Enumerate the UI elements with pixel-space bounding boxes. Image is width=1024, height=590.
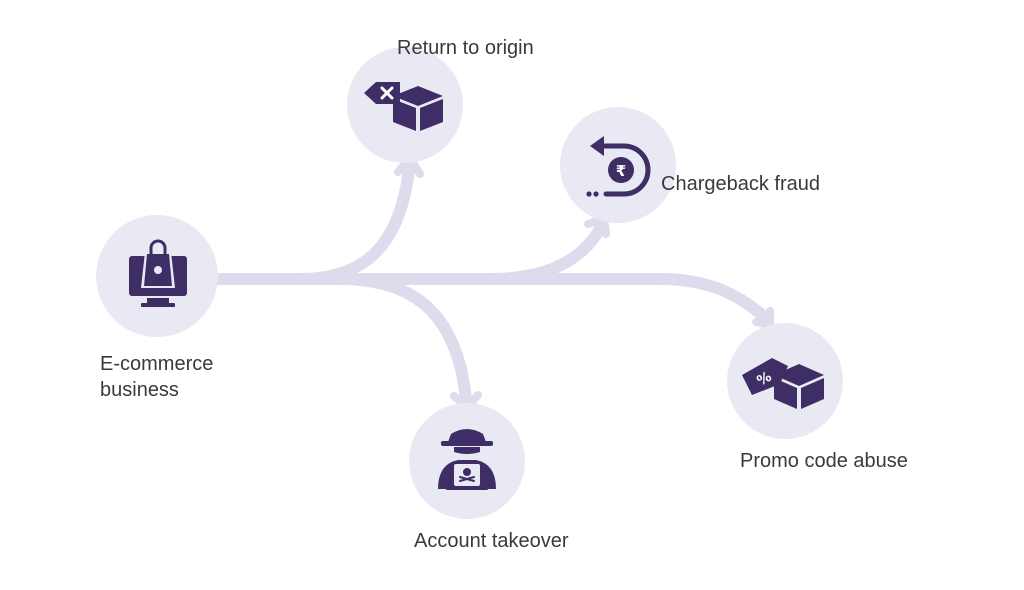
promo-tag-package-icon: % — [742, 358, 824, 409]
connector-main — [209, 273, 774, 326]
svg-text:%: % — [754, 369, 774, 390]
label-account-takeover: Account takeover — [414, 530, 569, 552]
label-ecommerce-business: E-commerce business — [100, 353, 214, 401]
node-return-to-origin — [347, 47, 463, 163]
rupee-symbol: ₹ — [616, 162, 626, 180]
node-account-takeover — [409, 403, 525, 519]
node-ecommerce-business — [96, 215, 218, 337]
node-promo-code-abuse: % — [727, 323, 843, 439]
connector-chargeback — [484, 219, 608, 285]
connector-account-takeover — [334, 273, 472, 406]
node-chargeback-fraud: ₹ — [560, 107, 676, 223]
label-chargeback-fraud: Chargeback fraud — [661, 173, 820, 195]
rupee-chargeback-icon — [586, 136, 651, 197]
label-return-to-origin: Return to origin — [397, 37, 534, 59]
hacker-laptop-icon — [438, 429, 496, 490]
return-package-icon — [364, 82, 443, 131]
shopping-bag-monitor-icon — [129, 239, 187, 307]
label-promo-code-abuse: Promo code abuse — [740, 450, 908, 472]
connector-return-to-origin — [294, 156, 416, 285]
connectors — [209, 156, 774, 406]
